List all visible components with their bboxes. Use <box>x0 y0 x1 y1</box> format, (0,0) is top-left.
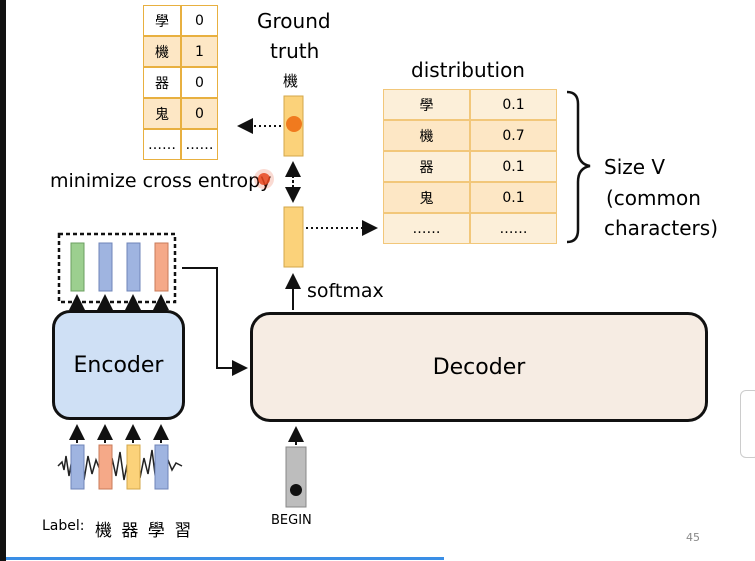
encoder-box: Encoder <box>52 310 185 420</box>
encoder-label: Encoder <box>73 352 164 378</box>
size-v-brace <box>566 90 591 244</box>
dist-char-1: 機 <box>383 120 470 151</box>
side-widget-edge <box>740 390 755 458</box>
dist-char-0: 學 <box>383 89 470 120</box>
ground-truth-char: 機 <box>283 72 299 90</box>
gt-value-0: 0 <box>181 5 218 36</box>
encoder-output-dotted-box <box>57 232 177 304</box>
ground-truth-one-hot-dot <box>286 116 302 132</box>
gt-char-3: 鬼 <box>143 98 181 129</box>
gt-char-0: 學 <box>143 5 181 36</box>
laser-pointer-glow <box>254 169 274 189</box>
dist-value-1: 0.7 <box>470 120 557 151</box>
dist-char-4: …… <box>383 213 470 244</box>
label-characters: 機 器 學 習 <box>95 521 194 541</box>
softmax-label: softmax <box>307 280 384 302</box>
gt-value-3: 0 <box>181 98 218 129</box>
begin-token-dot <box>290 484 302 496</box>
decoder-label: Decoder <box>432 354 526 380</box>
input-vector-3 <box>126 444 141 490</box>
laser-pointer-dot <box>258 173 270 185</box>
left-edge-bar <box>0 0 6 561</box>
encoder-output-vector-2 <box>98 242 113 292</box>
label-prefix: Label: <box>42 518 85 534</box>
dist-value-2: 0.1 <box>470 151 557 182</box>
dist-value-3: 0.1 <box>470 182 557 213</box>
dist-value-0: 0.1 <box>470 89 557 120</box>
minimize-cross-entropy-label: minimize cross entropy <box>50 170 272 192</box>
size-v-characters: characters) <box>604 216 718 240</box>
ground-truth-title-line2: truth <box>270 39 320 63</box>
distribution-title: distribution <box>411 58 525 82</box>
dist-char-2: 器 <box>383 151 470 182</box>
input-vector-4 <box>154 444 169 490</box>
encoder-output-vector-1 <box>70 242 85 292</box>
begin-token-vector <box>285 446 307 508</box>
encoder-to-decoder-arrow <box>182 267 248 376</box>
dist-char-3: 鬼 <box>383 182 470 213</box>
dist-value-4: …… <box>470 213 557 244</box>
gt-char-1: 機 <box>143 36 181 67</box>
page-number: 45 <box>686 531 700 544</box>
size-v-common: (common <box>606 186 701 210</box>
bottom-accent-line <box>6 557 444 560</box>
gt-value-2: 0 <box>181 67 218 98</box>
encoder-output-vector-3 <box>126 242 141 292</box>
begin-label: BEGIN <box>271 513 312 528</box>
input-vector-1 <box>70 444 85 490</box>
gt-char-2: 器 <box>143 67 181 98</box>
gt-value-4: …… <box>181 129 218 160</box>
gt-value-1: 1 <box>181 36 218 67</box>
encoder-output-vector-4 <box>154 242 169 292</box>
decoder-box: Decoder <box>250 312 708 422</box>
distribution-vector <box>283 206 304 268</box>
input-vector-2 <box>98 444 113 490</box>
size-v-label: Size V <box>604 155 666 179</box>
gt-char-4: …… <box>143 129 181 160</box>
ground-truth-title-line1: Ground <box>257 9 331 33</box>
